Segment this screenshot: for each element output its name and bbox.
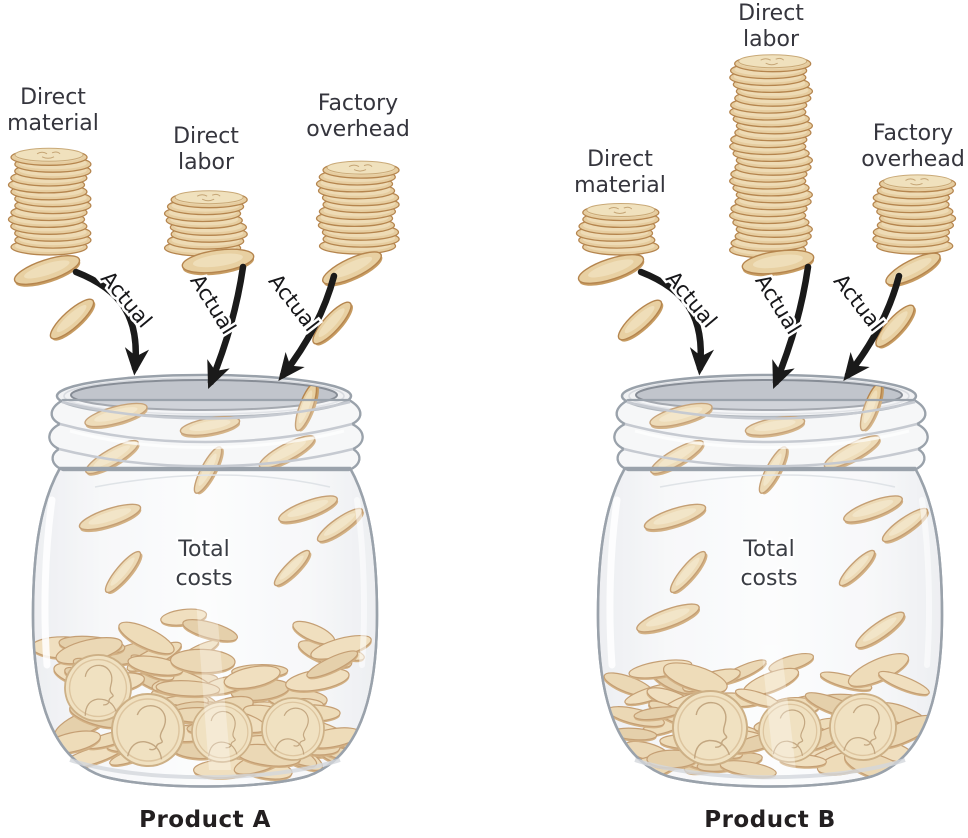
jar-a-glass — [33, 400, 377, 787]
stack-top-face — [14, 147, 84, 162]
actual-arrow-b3 — [843, 272, 903, 381]
coin-stack-factory-overhead-b — [872, 174, 957, 255]
product-a-label: Product A — [139, 807, 271, 833]
actual-label-b1: Actual — [661, 267, 722, 333]
coin-stack-direct-labor-b — [728, 54, 814, 259]
stack-top-face — [586, 203, 656, 217]
coin — [322, 251, 383, 287]
coin — [181, 248, 255, 276]
label-direct-labor-b-1: Direct — [738, 1, 804, 26]
label-direct-labor-a-1: Direct — [173, 124, 239, 149]
stack-top-face — [174, 190, 244, 205]
coin-stack-direct-material-b — [575, 203, 660, 256]
label-factory-overhead-a-2: overhead — [306, 117, 410, 142]
actual-arrow-a2 — [207, 263, 247, 390]
coin-stack-direct-material-a — [7, 147, 92, 256]
panel-product-b: Total costs Direct material Direct labor… — [574, 1, 965, 833]
stack-top-face — [326, 160, 396, 175]
label-direct-labor-a-2: labor — [178, 150, 235, 175]
actual-label-b2: Actual — [750, 270, 805, 339]
actual-label-a1: Actual — [96, 267, 157, 333]
coin-stack-factory-overhead-a — [315, 160, 400, 255]
label-direct-material-b-1: Direct — [587, 147, 653, 172]
panel-product-a: Total costs Direct material Direct labor… — [7, 85, 410, 833]
jar-b-total-line2: costs — [740, 566, 797, 591]
actual-label-a2: Actual — [185, 270, 240, 339]
actual-arrow-b1 — [637, 268, 715, 376]
coin — [13, 254, 81, 287]
jar-b-glass — [598, 400, 942, 787]
jar-a-total-line1: Total — [177, 537, 229, 562]
jar-a-total-line2: costs — [175, 566, 232, 591]
product-b-label: Product B — [704, 807, 836, 833]
label-factory-overhead-b-1: Factory — [873, 121, 953, 146]
actual-arrow-a1 — [72, 268, 150, 376]
label-direct-material-a-1: Direct — [20, 85, 86, 110]
coin — [617, 299, 664, 342]
coin — [875, 304, 916, 349]
label-factory-overhead-b-2: overhead — [861, 147, 965, 172]
actual-label-a3: Actual — [264, 269, 323, 336]
label-direct-material-a-2: material — [7, 111, 99, 136]
coin — [741, 249, 815, 277]
coin-stack-direct-labor-a — [163, 190, 248, 257]
stack-top-face — [738, 54, 808, 69]
jar-b-total-line1: Total — [742, 537, 794, 562]
label-direct-material-b-2: material — [574, 173, 666, 198]
coin — [49, 298, 96, 341]
actual-label-b3: Actual — [829, 269, 888, 336]
falling-coins-a — [13, 248, 383, 346]
coin — [577, 253, 645, 286]
actual-arrow-b2 — [772, 263, 812, 390]
label-factory-overhead-a-1: Factory — [318, 91, 398, 116]
coin — [312, 301, 353, 346]
actual-arrow-a3 — [278, 272, 338, 381]
label-direct-labor-b-2: labor — [743, 27, 800, 52]
stack-top-face — [882, 174, 952, 189]
